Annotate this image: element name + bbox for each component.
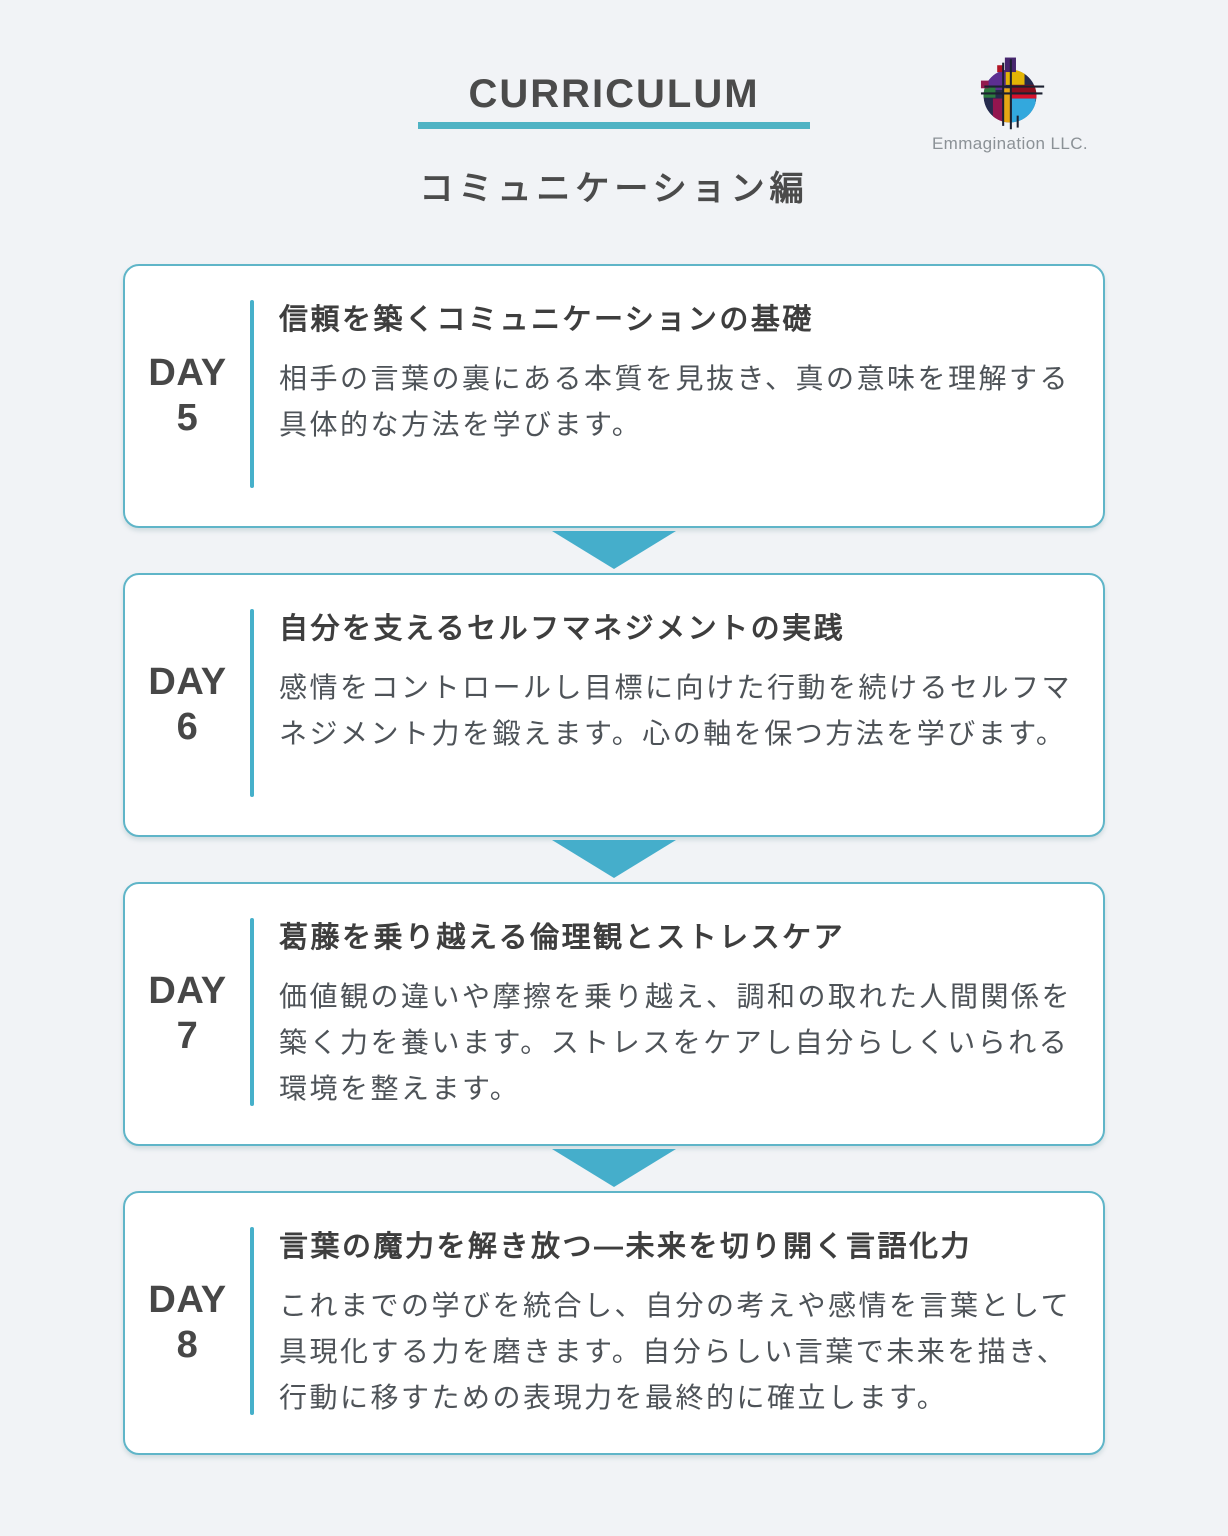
day-card-7: DAY 7 葛藤を乗り越える倫理観とストレスケア 価値観の違いや摩擦を乗り越え、… xyxy=(123,882,1105,1147)
card-title: 言葉の魔力を解き放つ―未来を切り開く言語化力 xyxy=(279,1231,973,1264)
card-content: 自分を支えるセルフマネジメントの実践 感情をコントロールし目標に向けた行動を続け… xyxy=(254,575,1103,835)
page-subtitle: コミュニケーション編 xyxy=(419,170,809,208)
day-number: 5 xyxy=(176,397,199,440)
card-description: これまでの学びを統合し、自分の考えや感情を言葉として 具現化する力を磨きます。自… xyxy=(279,1290,1072,1414)
card-description: 価値観の違いや摩擦を乗り越え、調和の取れた人間関係を 築く力を養います。ストレス… xyxy=(279,981,1073,1105)
flow-arrow-down-icon xyxy=(552,840,676,879)
header: CURRICULUM コミュニケーション編 xyxy=(0,0,1228,208)
flow-arrow-down-icon xyxy=(552,531,676,570)
day-card-6: DAY 6 自分を支えるセルフマネジメントの実践 感情をコントロールし目標に向け… xyxy=(123,573,1105,838)
day-label: DAY xyxy=(148,660,227,703)
day-number: 7 xyxy=(176,1015,199,1058)
card-content: 信頼を築くコミュニケーションの基礎 相手の言葉の裏にある本質を見抜き、真の意味を… xyxy=(254,266,1103,526)
day-label: DAY xyxy=(148,351,227,394)
card-title: 自分を支えるセルフマネジメントの実践 xyxy=(279,613,846,646)
card-title: 信頼を築くコミュニケーションの基礎 xyxy=(279,304,814,337)
day-card-5: DAY 5 信頼を築くコミュニケーションの基礎 相手の言葉の裏にある本質を見抜き… xyxy=(123,264,1105,529)
day-divider xyxy=(250,1227,254,1416)
title-underline xyxy=(418,122,810,129)
brand-name: Emmagination LLC. xyxy=(931,134,1089,153)
day-card-8: DAY 8 言葉の魔力を解き放つ―未来を切り開く言語化力 これまでの学びを統合し… xyxy=(123,1191,1105,1456)
day-divider xyxy=(250,918,254,1107)
day-badge: DAY 5 xyxy=(125,266,250,526)
day-divider xyxy=(250,300,254,489)
day-label: DAY xyxy=(148,969,227,1012)
page-title: CURRICULUM xyxy=(468,72,760,116)
day-divider xyxy=(250,609,254,798)
day-number: 6 xyxy=(176,706,199,749)
card-title: 葛藤を乗り越える倫理観とストレスケア xyxy=(279,922,846,955)
card-description: 相手の言葉の裏にある本質を見抜き、真の意味を理解する 具体的な方法を学びます。 xyxy=(279,363,1071,441)
curriculum-flow: DAY 5 信頼を築くコミュニケーションの基礎 相手の言葉の裏にある本質を見抜き… xyxy=(123,264,1105,1456)
flow-arrow-down-icon xyxy=(552,1149,676,1188)
card-content: 言葉の魔力を解き放つ―未来を切り開く言語化力 これまでの学びを統合し、自分の考え… xyxy=(254,1193,1103,1453)
card-content: 葛藤を乗り越える倫理観とストレスケア 価値観の違いや摩擦を乗り越え、調和の取れた… xyxy=(254,884,1103,1144)
day-badge: DAY 6 xyxy=(125,575,250,835)
day-number: 8 xyxy=(176,1324,199,1367)
day-badge: DAY 8 xyxy=(125,1193,250,1453)
brand: Emmagination LLC. xyxy=(910,48,1110,154)
day-badge: DAY 7 xyxy=(125,884,250,1144)
day-label: DAY xyxy=(148,1278,227,1321)
emmagination-logo-icon xyxy=(980,57,1045,130)
card-description: 感情をコントロールし目標に向けた行動を続けるセルフマ ネジメント力を鍛えます。心… xyxy=(279,672,1073,750)
